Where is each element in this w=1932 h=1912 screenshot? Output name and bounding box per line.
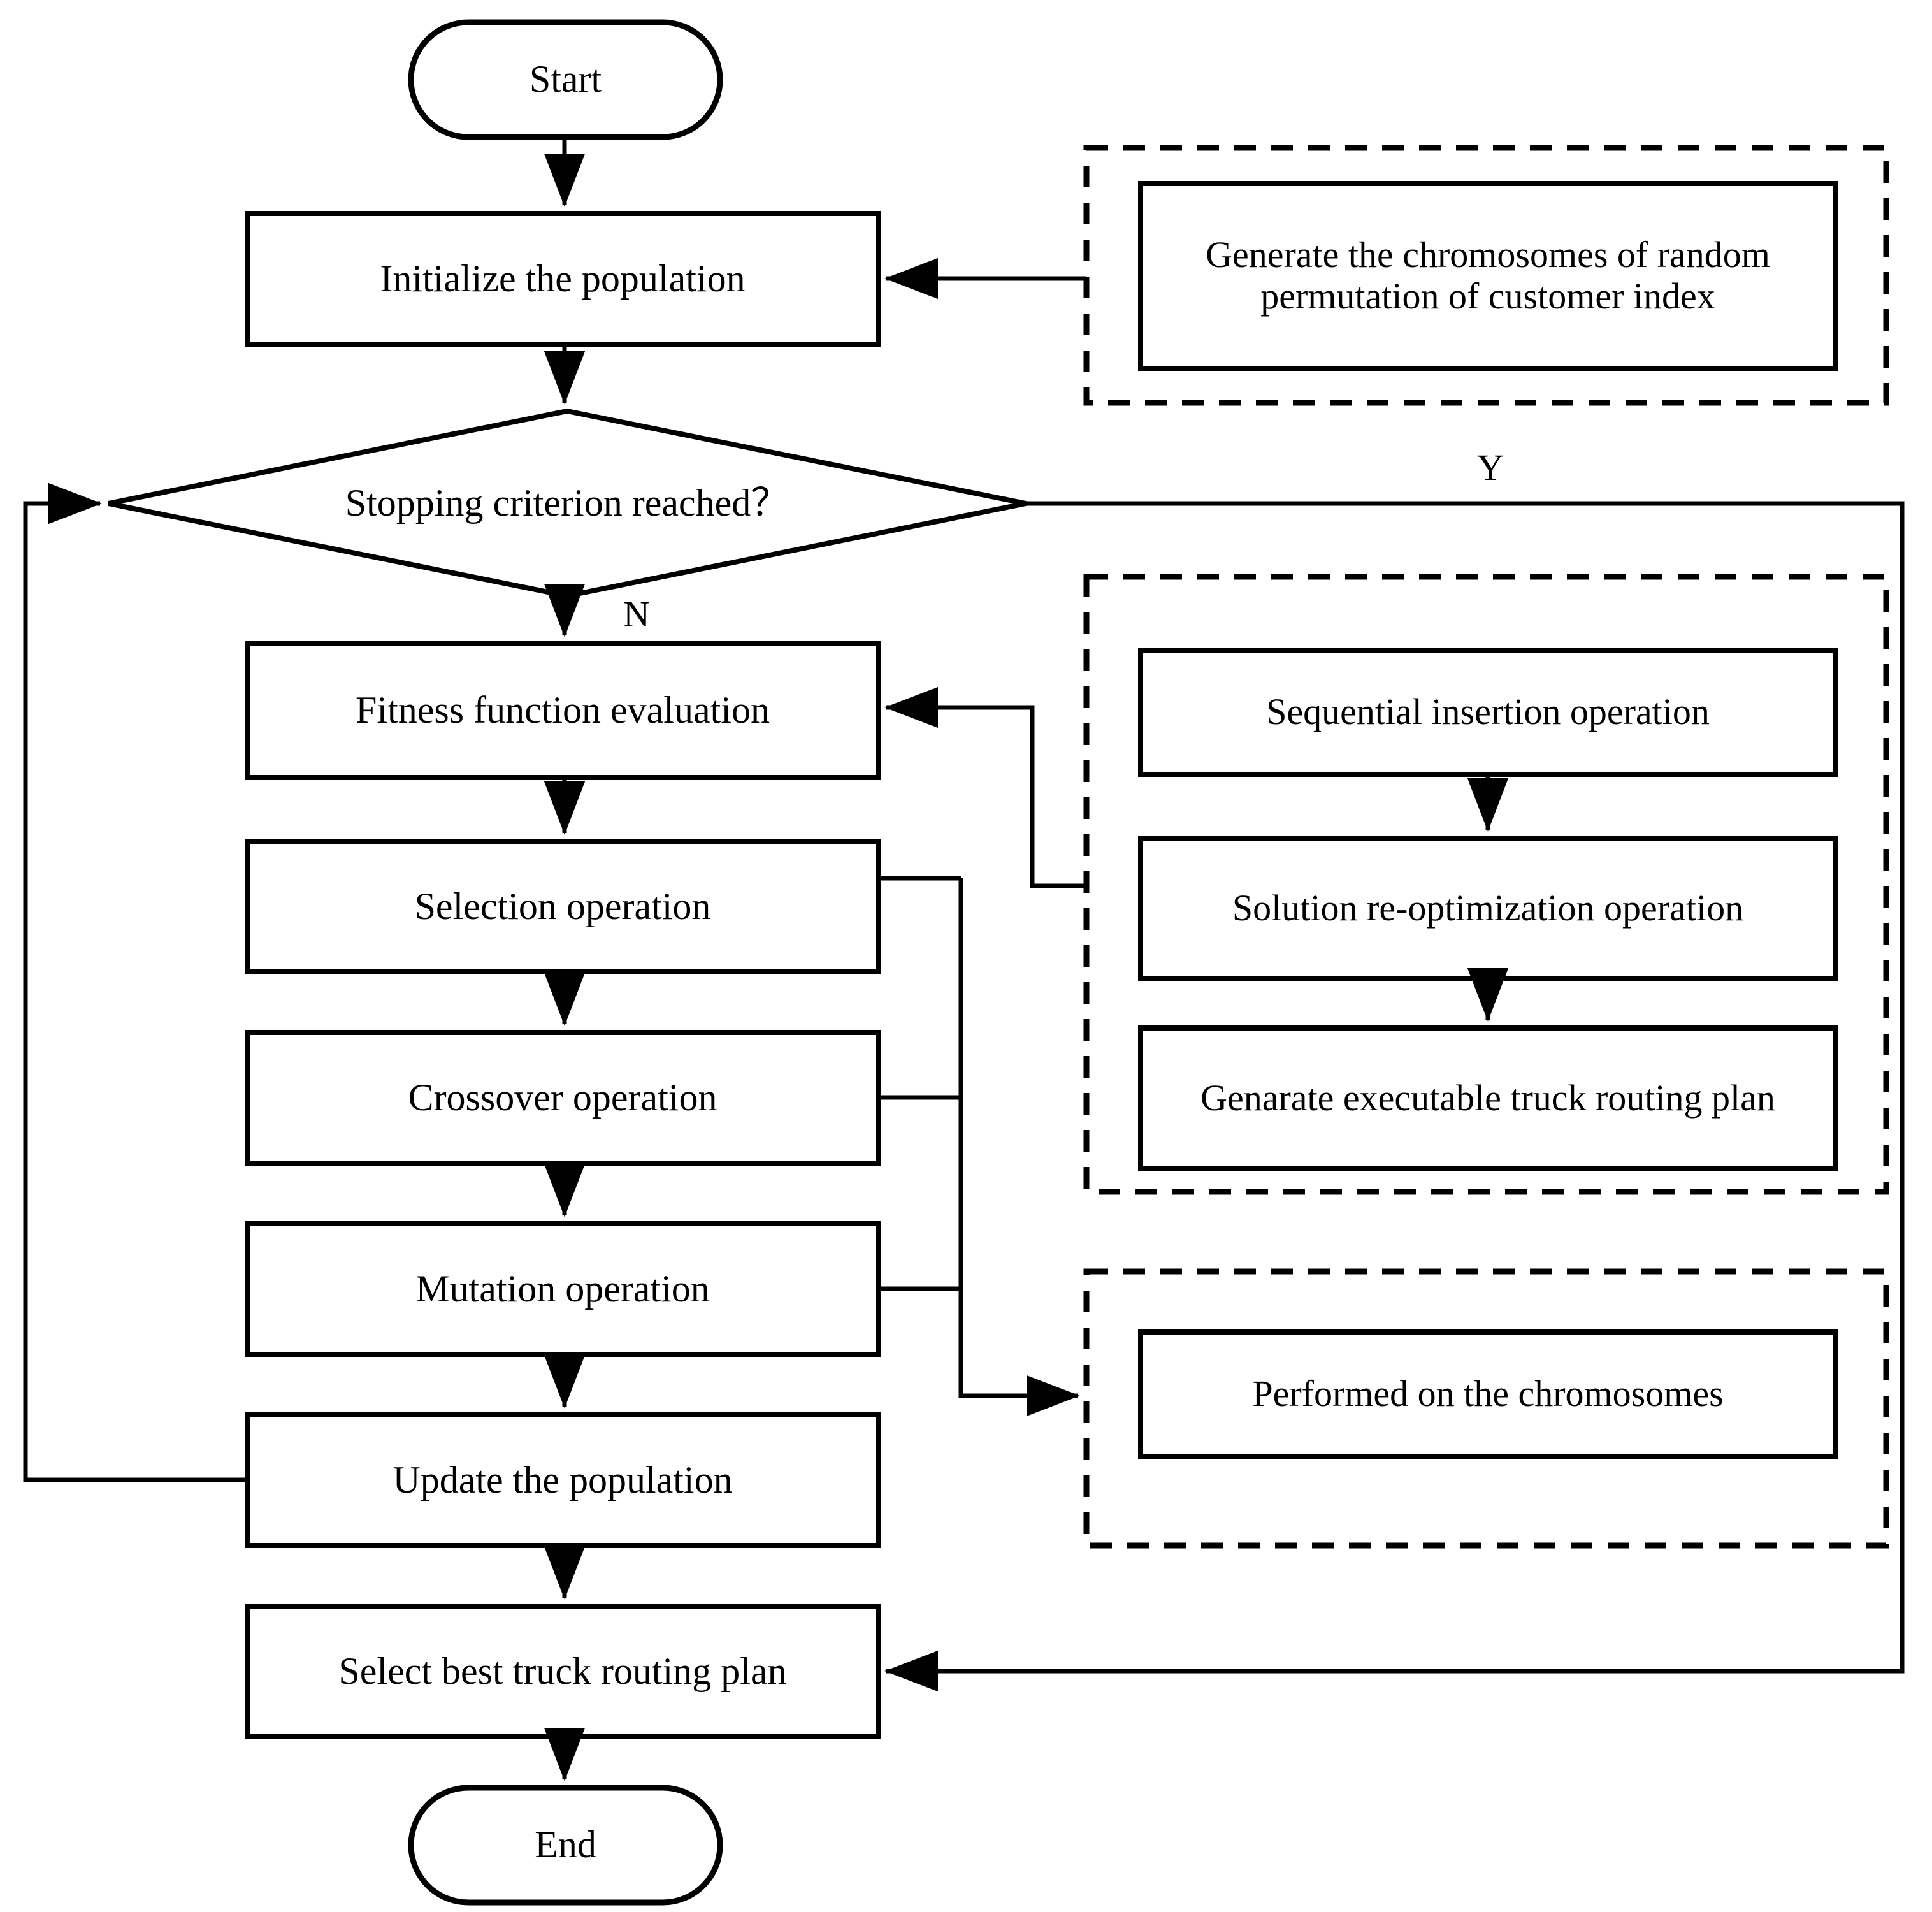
solution-reoptimization-node-shape[interactable] <box>1138 836 1838 981</box>
sequential-insertion-node-shape[interactable] <box>1138 648 1838 777</box>
end-node-shape[interactable] <box>408 1785 723 1906</box>
initialize-population-node-shape[interactable] <box>245 211 881 347</box>
edge-update-loop-to-stopping <box>23 482 247 1482</box>
generate-chromosomes-node-shape[interactable] <box>1138 181 1838 371</box>
stopping-criterion-node-shape[interactable] <box>108 408 1027 599</box>
start-node-shape[interactable] <box>408 19 723 140</box>
mutation-operation-node-shape[interactable] <box>245 1221 881 1357</box>
edge-label-yes: Y <box>1477 447 1504 488</box>
selection-operation-node-shape[interactable] <box>245 839 881 974</box>
performed-on-chromosomes-node-shape[interactable] <box>1138 1329 1838 1459</box>
crossover-operation-node-shape[interactable] <box>245 1030 881 1166</box>
edge-label-no: N <box>623 593 650 635</box>
edge-stopping-yes-to-select-best <box>884 501 1905 1692</box>
select-best-plan-node-shape[interactable] <box>245 1604 881 1739</box>
genarate-executable-plan-node-shape[interactable] <box>1138 1025 1838 1171</box>
edge-fitness-group-to-fitness <box>884 686 1086 888</box>
fitness-evaluation-node-shape[interactable] <box>245 641 881 780</box>
update-population-node-shape[interactable] <box>245 1412 881 1548</box>
edge-bus-to-performed-group <box>958 878 1080 1417</box>
